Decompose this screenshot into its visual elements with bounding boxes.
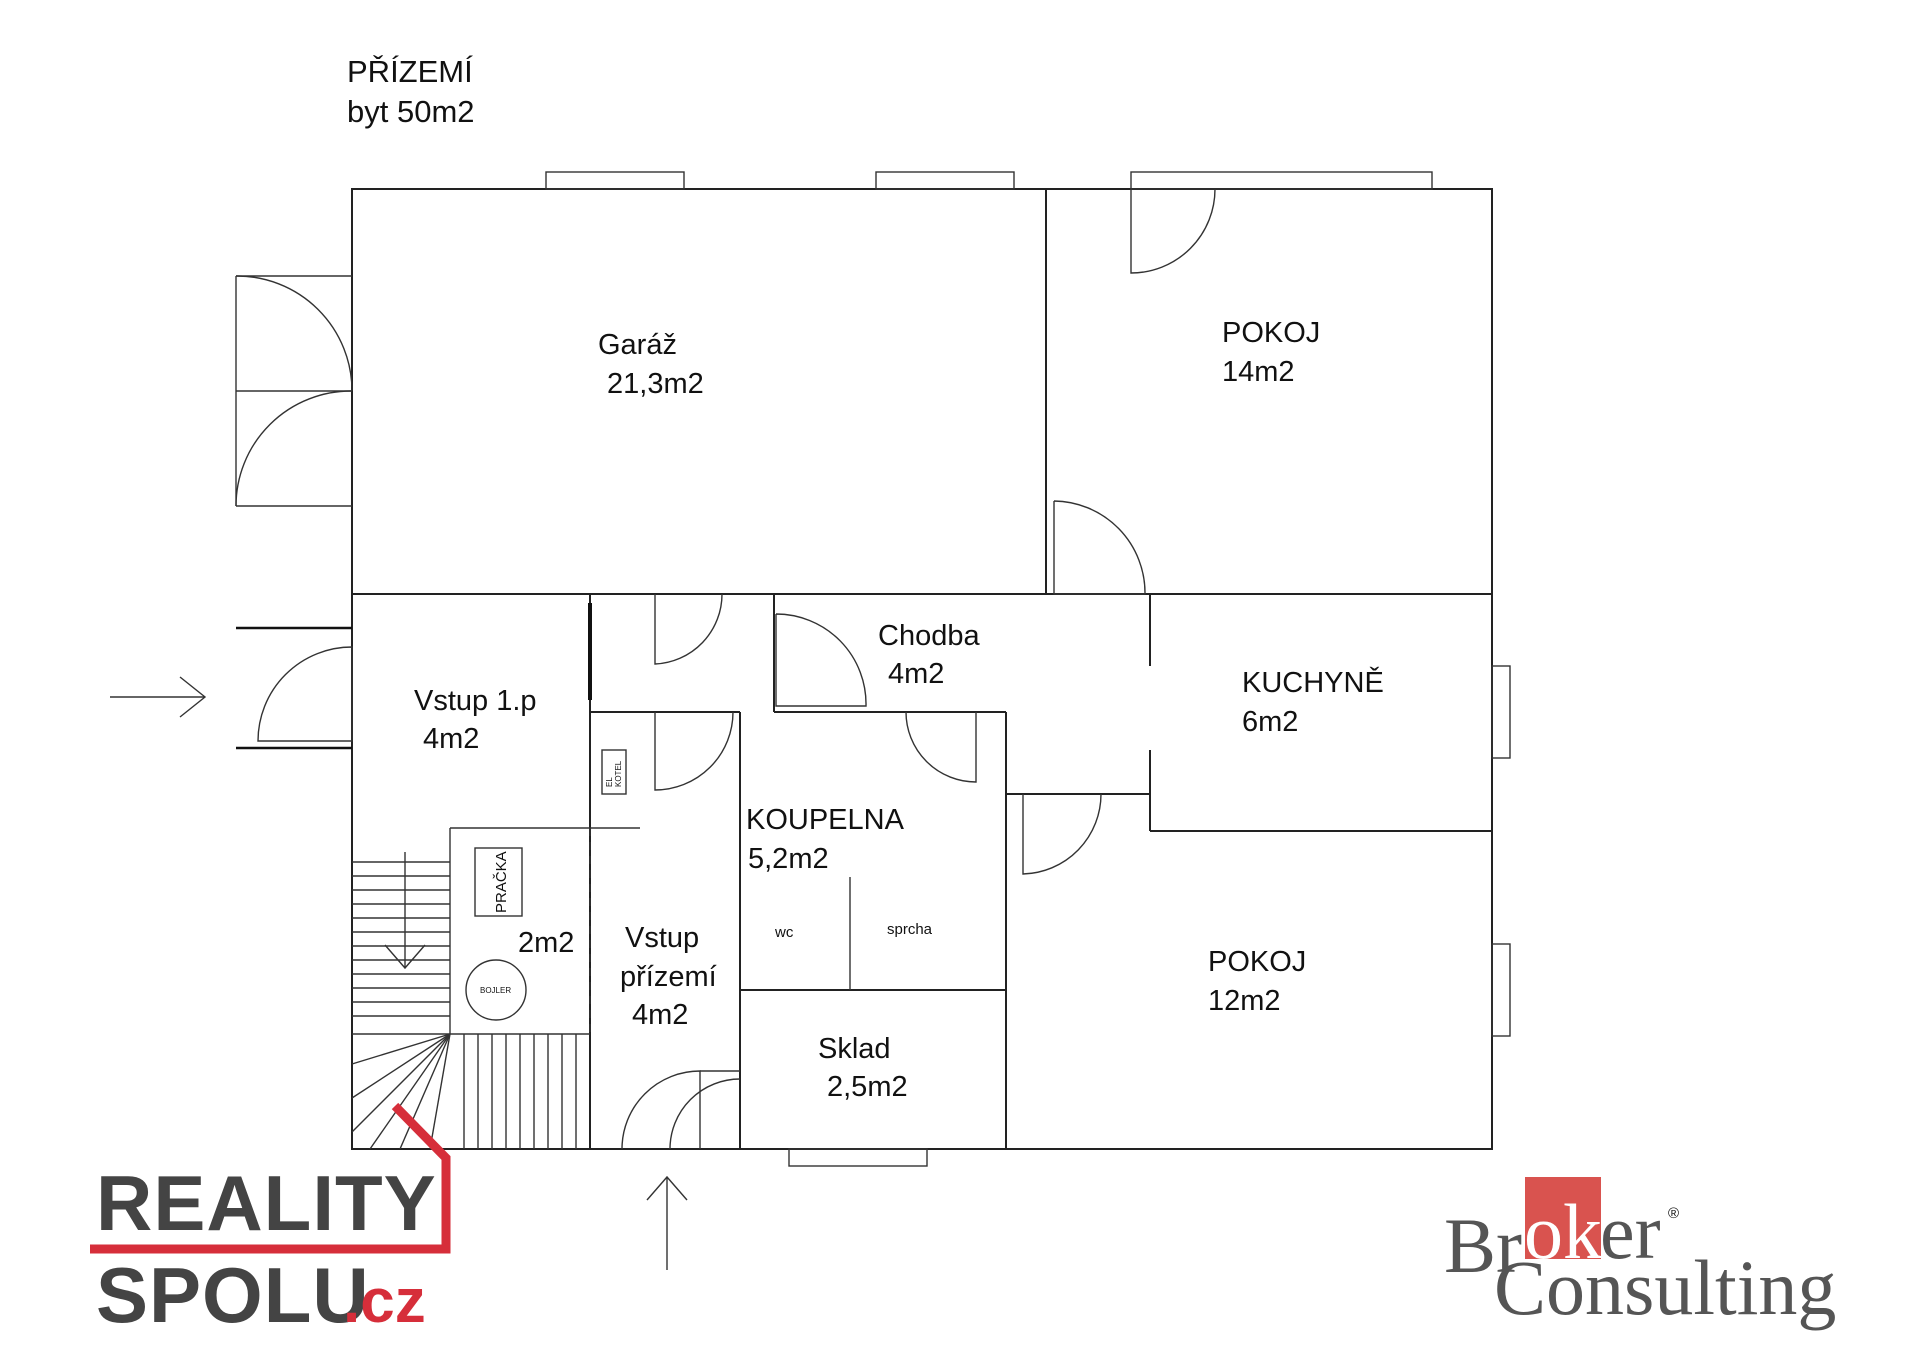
- stairs-arrow-head: [384, 944, 426, 970]
- stairs-winder: [351, 1033, 451, 1150]
- garage-door-arc-2: [235, 390, 353, 507]
- broker-logo-part4: Consulting: [1494, 1244, 1836, 1331]
- laundry-area: 2m2: [518, 927, 574, 959]
- broker-logo-accent: [1525, 1177, 1601, 1259]
- garage-name: Garáž: [598, 329, 677, 361]
- room-top-name: POKOJ: [1222, 317, 1320, 349]
- entry1-area: 4m2: [423, 723, 479, 755]
- door-room-top: [1130, 188, 1216, 274]
- broker-logo-reg: ®: [1668, 1205, 1679, 1222]
- reality-spolu-logo: REALITY SPOLU .cz: [90, 1102, 451, 1339]
- window-top-1: [545, 171, 685, 190]
- garage-area: 21,3m2: [607, 368, 704, 400]
- bottom-arrow-head: [646, 1175, 688, 1201]
- door-entry2: [654, 711, 734, 791]
- door-storage: [669, 1078, 741, 1150]
- entry-ground-area: 4m2: [632, 999, 688, 1031]
- room-bottom-area: 12m2: [1208, 985, 1281, 1017]
- entry-arrow-head: [179, 676, 207, 718]
- storage-name: Sklad: [818, 1033, 891, 1065]
- door-corridor-1: [654, 593, 723, 665]
- window-right-1: [1491, 665, 1511, 759]
- washer-box: [474, 847, 523, 917]
- door-hall: [775, 613, 867, 707]
- washer-label: PRAČKA: [493, 851, 510, 913]
- broker-logo-part3: er: [1600, 1188, 1661, 1275]
- kitchen-name: KUCHYNĚ: [1242, 666, 1384, 699]
- boiler-circle: [465, 959, 527, 1021]
- reality-logo-suffix: .cz: [343, 1267, 426, 1336]
- elkotel-label-1: EL: [605, 777, 614, 787]
- bathroom-name: KOUPELNA: [746, 804, 905, 836]
- window-top-2: [875, 171, 1015, 190]
- hall-area: 4m2: [888, 658, 944, 690]
- door-room-bottom: [1022, 793, 1102, 875]
- room-bottom-name: POKOJ: [1208, 946, 1306, 978]
- shower-label: sprcha: [887, 921, 933, 938]
- broker-consulting-logo: Br ok er ® Consulting: [1444, 1177, 1836, 1331]
- wc-label: wc: [774, 924, 794, 941]
- apartment-area: byt 50m2: [347, 94, 475, 129]
- entry-ground-line1: Vstup: [625, 922, 699, 954]
- elkotel-label-2: KOTEL: [614, 760, 623, 787]
- boiler-label: BOJLER: [480, 986, 511, 995]
- broker-logo-part1: Br: [1444, 1202, 1522, 1289]
- room-top-area: 14m2: [1222, 356, 1295, 388]
- elkotel-box: [601, 749, 627, 795]
- reality-logo-accent: [90, 1102, 451, 1254]
- reality-logo-line1: REALITY: [96, 1159, 437, 1247]
- storage-area: 2,5m2: [827, 1071, 908, 1103]
- entry1-name: Vstup 1.p: [414, 685, 537, 717]
- door-bathroom: [905, 711, 977, 783]
- garage-door-arc-1: [235, 275, 353, 392]
- stairs-straight: [352, 875, 450, 1035]
- hall-name: Chodba: [878, 620, 980, 652]
- window-bottom: [788, 1148, 928, 1167]
- entry-ground-line2: přízemí: [620, 961, 717, 993]
- window-top-3: [1130, 171, 1433, 190]
- window-right-2: [1491, 943, 1511, 1037]
- door-room-top-lower: [1053, 500, 1146, 595]
- floor-title: PŘÍZEMÍ: [347, 54, 473, 89]
- stairs-bottom-run: [463, 1034, 577, 1149]
- kitchen-area: 6m2: [1242, 706, 1298, 738]
- entry-door-arc: [257, 646, 353, 742]
- reality-logo-line2: SPOLU: [96, 1251, 370, 1339]
- door-bottom-entry: [621, 1070, 701, 1150]
- bathroom-area: 5,2m2: [748, 843, 829, 875]
- broker-logo-part2: ok: [1524, 1188, 1602, 1275]
